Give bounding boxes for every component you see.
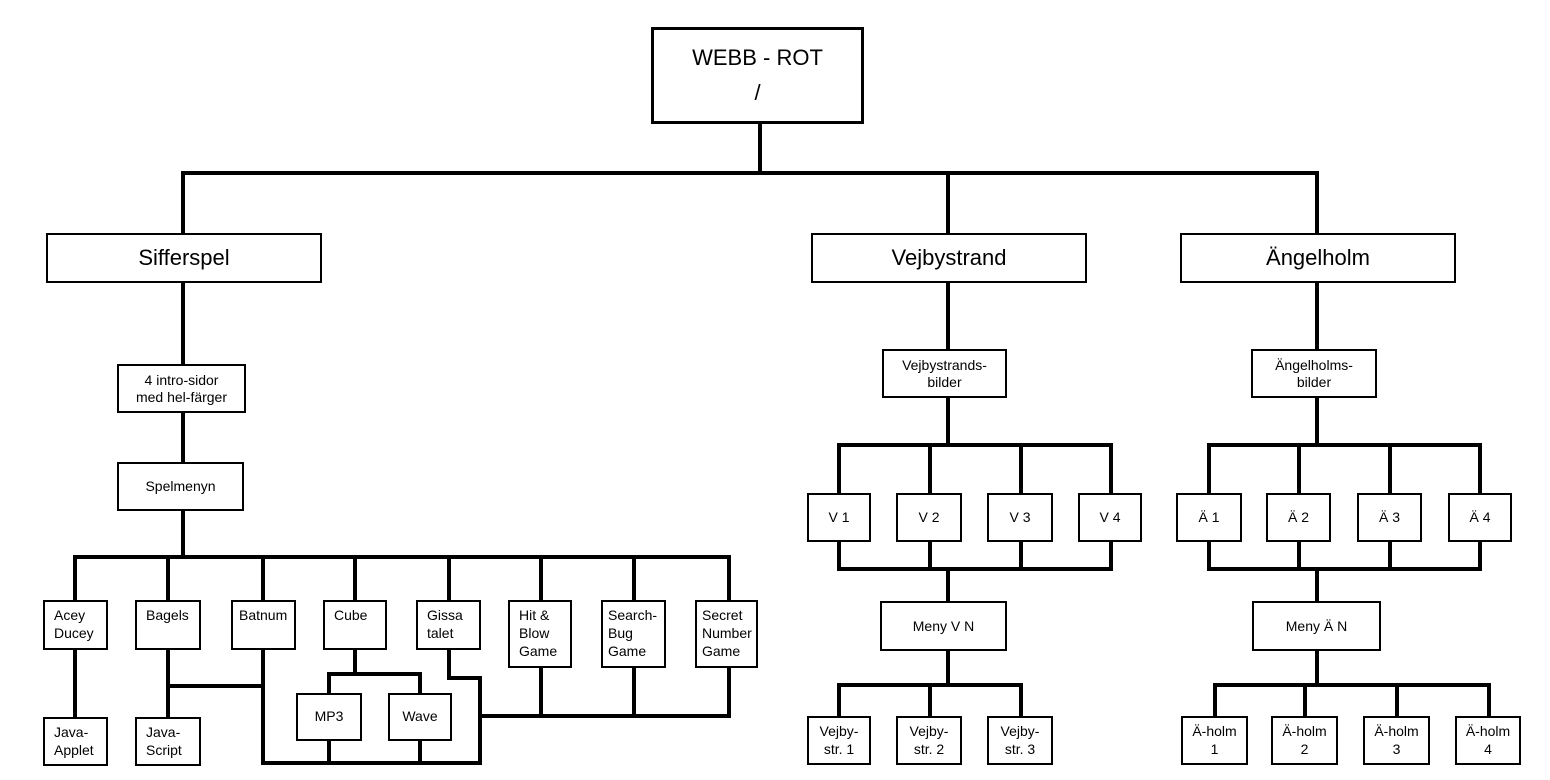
game-hit-blow: Hit & Blow Game bbox=[508, 600, 572, 668]
angelholm-images-node: Ängelholms- bilder bbox=[1251, 349, 1377, 398]
angelholm-item-3: Ä-holm 3 bbox=[1363, 716, 1430, 765]
game-search-bug: Search- Bug Game bbox=[601, 600, 666, 668]
angelholm-page-2: Ä 2 bbox=[1266, 493, 1331, 542]
angelholm-item-1: Ä-holm 1 bbox=[1181, 716, 1248, 765]
game-acey-ducey: Acey Ducey bbox=[43, 600, 108, 650]
root-path: / bbox=[754, 79, 761, 105]
vejbystrand-item-2: Vejby- str. 2 bbox=[896, 716, 962, 765]
branch-angelholm: Ängelholm bbox=[1180, 233, 1456, 283]
game-batnum: Batnum bbox=[231, 600, 296, 650]
branch-sifferspel: Sifferspel bbox=[46, 233, 322, 283]
vejbystrand-page-4: V 4 bbox=[1078, 493, 1142, 542]
game-menu-node: Spelmenyn bbox=[117, 462, 244, 511]
angelholm-item-2: Ä-holm 2 bbox=[1271, 716, 1338, 765]
root-title: WEBB - ROT bbox=[692, 45, 823, 71]
vejbystrand-item-1: Vejby- str. 1 bbox=[807, 716, 871, 765]
game-cube: Cube bbox=[323, 600, 387, 650]
vejbystrand-page-2: V 2 bbox=[896, 493, 962, 542]
vejbystrand-images-node: Vejbystrands- bilder bbox=[882, 349, 1007, 398]
game-gissa-talet: Gissa talet bbox=[416, 600, 481, 650]
branch-vejbystrand: Vejbystrand bbox=[811, 233, 1087, 283]
angelholm-page-4: Ä 4 bbox=[1448, 493, 1512, 542]
intro-pages-node: 4 intro-sidor med hel-färger bbox=[117, 364, 246, 413]
java-script-node: Java- Script bbox=[135, 717, 201, 766]
vejbystrand-item-3: Vejby- str. 3 bbox=[987, 716, 1053, 765]
angelholm-page-3: Ä 3 bbox=[1357, 493, 1422, 542]
angelholm-page-1: Ä 1 bbox=[1176, 493, 1242, 542]
mp3-node: MP3 bbox=[296, 693, 362, 741]
angelholm-item-4: Ä-holm 4 bbox=[1455, 716, 1521, 765]
java-applet-node: Java- Applet bbox=[43, 717, 108, 766]
angelholm-menu-node: Meny Ä N bbox=[1252, 601, 1381, 651]
vejbystrand-page-1: V 1 bbox=[807, 493, 871, 542]
wave-node: Wave bbox=[388, 693, 452, 741]
root-node: WEBB - ROT / bbox=[651, 27, 864, 124]
vejbystrand-menu-node: Meny V N bbox=[880, 601, 1007, 651]
game-secret-number: Secret Number Game bbox=[695, 600, 758, 668]
game-bagels: Bagels bbox=[135, 600, 201, 650]
vejbystrand-page-3: V 3 bbox=[987, 493, 1053, 542]
